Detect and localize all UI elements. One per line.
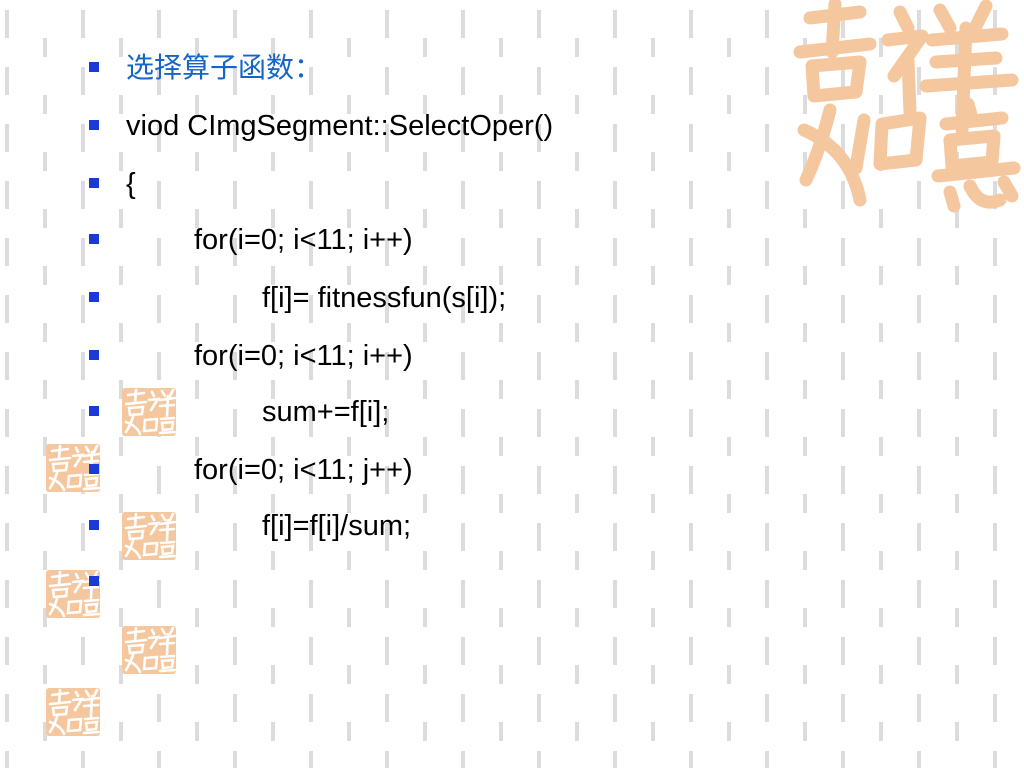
- bullet-icon: [89, 350, 99, 360]
- bullet-icon: [89, 120, 99, 130]
- list-item: for(i=0; i<11; i++): [0, 336, 800, 376]
- code-line: for(i=0; i<11; j++): [194, 454, 413, 486]
- list-item: sum+=f[i];: [0, 392, 800, 432]
- bullet-icon: [89, 234, 99, 244]
- bullet-icon: [89, 62, 99, 72]
- list-item: viod CImgSegment::SelectOper(): [0, 106, 800, 146]
- list-item: 选择算子函数：: [0, 48, 800, 88]
- code-line: viod CImgSegment::SelectOper(): [126, 110, 554, 142]
- section-heading: 选择算子函数：: [126, 51, 323, 84]
- bullet-icon: [89, 178, 99, 188]
- bullet-icon: [89, 292, 99, 302]
- bullet-icon: [89, 576, 99, 586]
- bullet-icon: [89, 464, 99, 474]
- list-item: {: [0, 164, 800, 204]
- list-item: for(i=0; i<11; i++): [0, 220, 800, 260]
- auspicious-seal-large-icon: [793, 0, 1021, 213]
- auspicious-seal-small-icon: [122, 512, 177, 560]
- code-line: for(i=0; i<11; i++): [194, 340, 413, 372]
- auspicious-seal-small-icon: [122, 626, 177, 674]
- list-item: f[i]= fitnessfun(s[i]);: [0, 278, 800, 318]
- code-line: {: [126, 168, 136, 200]
- bullet-icon: [89, 520, 99, 530]
- code-line: sum+=f[i];: [262, 396, 390, 428]
- code-line: f[i]= fitnessfun(s[i]);: [262, 282, 507, 314]
- list-item: for(i=0; i<11; j++): [0, 450, 800, 490]
- auspicious-seal-small-icon: [46, 444, 101, 492]
- auspicious-seal-small-icon: [46, 688, 101, 736]
- list-item: f[i]=f[i]/sum;: [0, 506, 800, 546]
- auspicious-seal-small-icon: [46, 570, 101, 618]
- auspicious-seal-small-icon: [122, 388, 177, 436]
- code-line: for(i=0; i<11; i++): [194, 224, 413, 256]
- code-line: f[i]=f[i]/sum;: [262, 510, 412, 542]
- list-item: [0, 562, 800, 602]
- bullet-icon: [89, 406, 99, 416]
